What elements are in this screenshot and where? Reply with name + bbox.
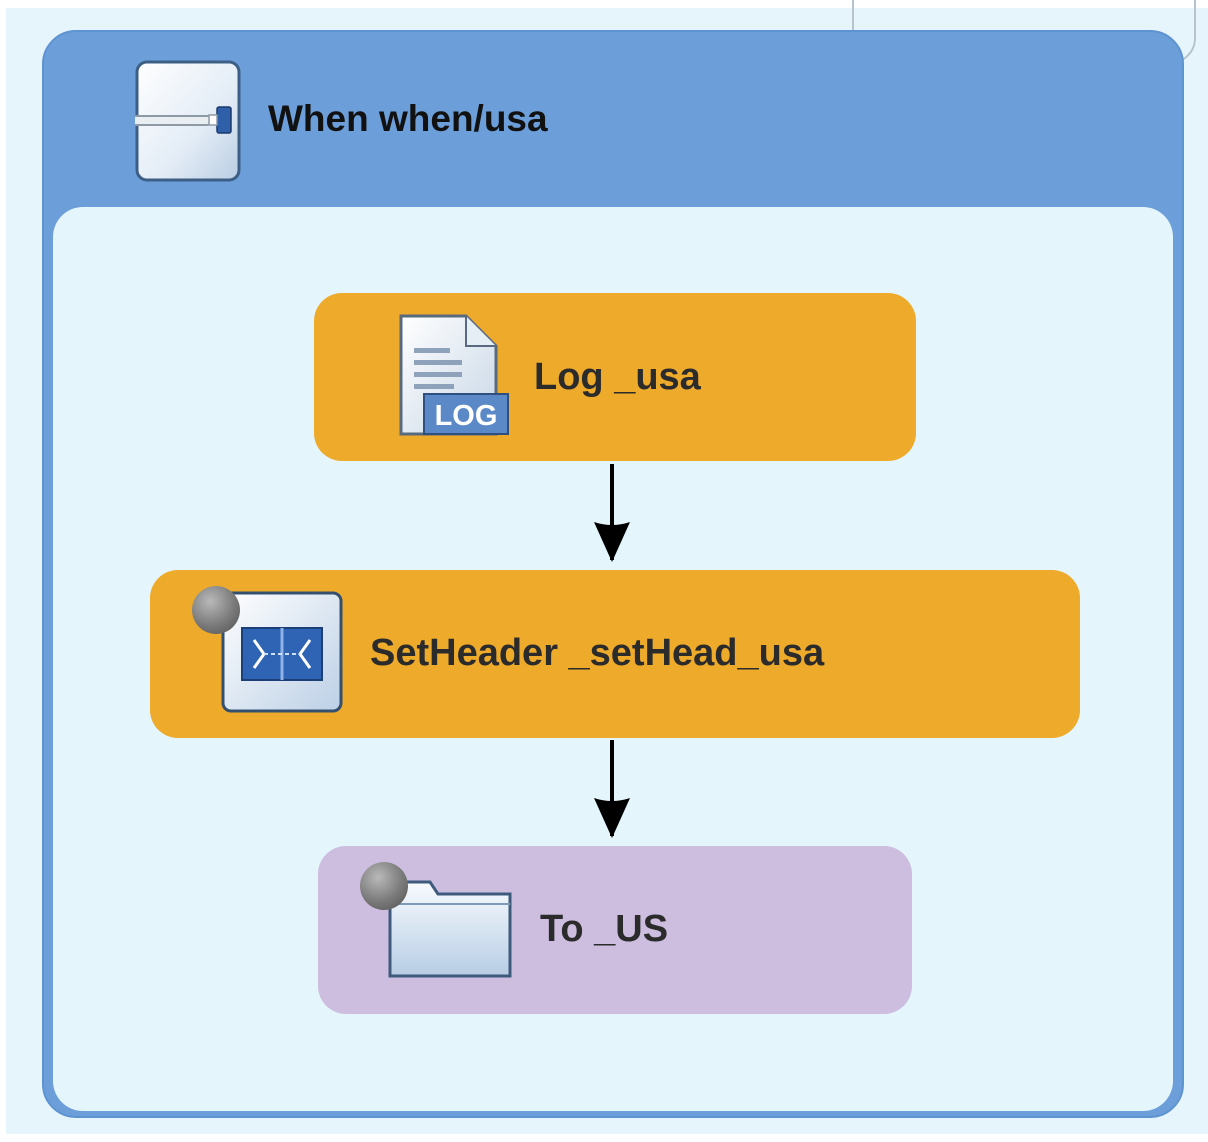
to-node-label: To _US — [540, 908, 669, 950]
when-icon — [122, 60, 241, 187]
canvas-top-edge — [0, 0, 1208, 8]
log-icon-text: LOG — [435, 400, 498, 432]
breakpoint-dot-icon[interactable] — [192, 586, 240, 634]
set-header-icon — [220, 590, 346, 721]
connector-setheader-to-to — [594, 740, 630, 838]
when-title: When when/usa — [268, 98, 548, 139]
log-node-label: Log _usa — [534, 356, 701, 398]
setheader-node-label: SetHeader _setHead_usa — [370, 632, 825, 674]
connector-log-to-setheader — [594, 464, 630, 562]
canvas-bottom-edge — [0, 1134, 1208, 1142]
canvas-left-edge — [0, 0, 6, 1142]
folder-icon — [386, 872, 516, 987]
breakpoint-dot-icon[interactable] — [360, 862, 408, 910]
log-icon: LOG — [396, 312, 510, 443]
